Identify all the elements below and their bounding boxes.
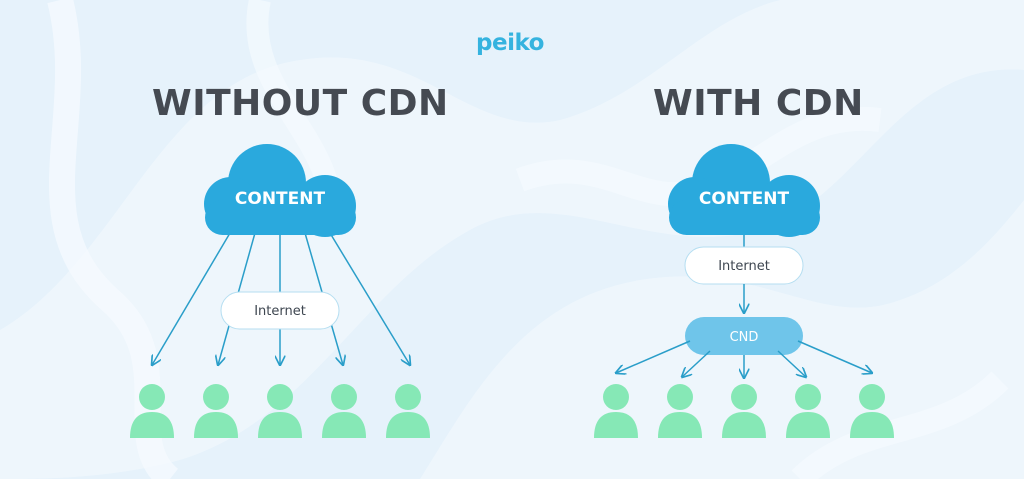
arrow-icon	[616, 340, 691, 373]
left-internet-pill: Internet	[220, 291, 340, 330]
user-icon	[194, 384, 238, 438]
user-icon	[658, 384, 702, 438]
cdn-pill: CND	[685, 317, 803, 355]
user-icon	[594, 384, 638, 438]
cdn-label: CND	[730, 330, 759, 345]
right-internet-label: Internet	[718, 259, 770, 274]
left-users	[130, 384, 430, 438]
arrow-icon	[682, 350, 711, 377]
cloud-icon	[204, 144, 356, 237]
right-cloud: CONTENT	[668, 144, 820, 237]
arrow-icon	[797, 340, 872, 373]
user-icon	[786, 384, 830, 438]
user-icon	[850, 384, 894, 438]
without-cdn-title: WITHOUT CDN	[152, 83, 449, 124]
left-internet-label: Internet	[254, 304, 306, 319]
right-internet-pill: Internet	[684, 246, 804, 285]
user-icon	[322, 384, 366, 438]
arrow-icon	[329, 232, 410, 365]
arrow-icon	[152, 232, 231, 365]
left-cloud-label: CONTENT	[235, 189, 326, 209]
cloud-icon	[668, 144, 820, 237]
user-icon	[386, 384, 430, 438]
user-icon	[722, 384, 766, 438]
user-icon	[130, 384, 174, 438]
with-cdn-title: WITH CDN	[653, 83, 864, 124]
right-users	[594, 384, 894, 438]
peiko-logo: peiko	[476, 30, 544, 56]
left-cloud: CONTENT	[204, 144, 356, 237]
right-cloud-label: CONTENT	[699, 189, 790, 209]
right-arrows	[616, 340, 872, 378]
arrow-icon	[777, 350, 806, 377]
user-icon	[258, 384, 302, 438]
